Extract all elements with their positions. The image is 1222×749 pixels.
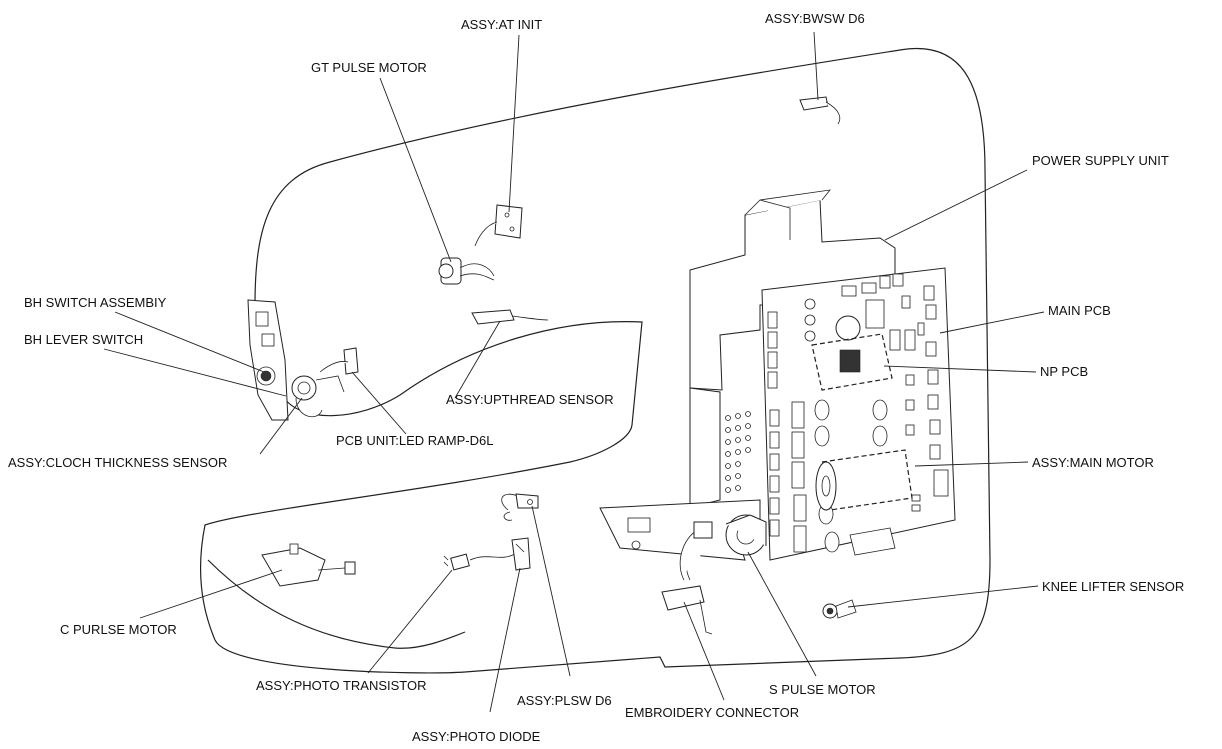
label-np-pcb: NP PCB [1040, 364, 1088, 379]
main-motor-part [815, 449, 913, 511]
label-s-pulse-motor: S PULSE MOTOR [769, 682, 876, 697]
label-pcb-unit-led-ramp: PCB UNIT:LED RAMP-D6L [336, 433, 493, 448]
label-assy-plsw-d6: ASSY:PLSW D6 [517, 693, 612, 708]
main-pcb-part [761, 267, 956, 561]
label-power-supply-unit: POWER SUPPLY UNIT [1032, 153, 1169, 168]
upthread-sensor-part [471, 309, 549, 325]
c-purlse-motor-part [261, 543, 356, 587]
label-assy-bwsw-d6: ASSY:BWSW D6 [765, 11, 865, 26]
at-init-part [474, 204, 523, 247]
label-assy-main-motor: ASSY:MAIN MOTOR [1032, 455, 1154, 470]
embroidery-connector-part [661, 521, 713, 635]
knee-lifter-sensor-part [822, 599, 857, 619]
vent-holes [725, 411, 751, 493]
thickness-sensor-part [291, 375, 345, 418]
label-knee-lifter-sensor: KNEE LIFTER SENSOR [1042, 579, 1184, 594]
leader-lines [103, 31, 1045, 713]
led-ramp-part [319, 347, 359, 375]
label-assy-upthread-sensor: ASSY:UPTHREAD SENSOR [446, 392, 614, 407]
s-pulse-motor-part [725, 514, 767, 556]
label-assy-photo-transistor: ASSY:PHOTO TRANSISTOR [256, 678, 427, 693]
label-c-purlse-motor: C PURLSE MOTOR [60, 622, 177, 637]
plsw-d6-part [501, 493, 539, 521]
label-bh-switch-assembly: BH SWITCH ASSEMBIY [24, 295, 167, 310]
label-gt-pulse-motor: GT PULSE MOTOR [311, 60, 427, 75]
label-assy-photo-diode: ASSY:PHOTO DIODE [412, 729, 541, 744]
part-labels: ASSY:AT INIT ASSY:BWSW D6 GT PULSE MOTOR… [8, 11, 1184, 744]
bwsw-d6-part [799, 96, 841, 125]
label-assy-cloch-thickness-sensor: ASSY:CLOCH THICKNESS SENSOR [8, 455, 227, 470]
label-embroidery-connector: EMBROIDERY CONNECTOR [625, 705, 799, 720]
photo-diode-part [469, 537, 531, 571]
bh-switch-part [247, 299, 289, 421]
label-main-pcb: MAIN PCB [1048, 303, 1111, 318]
label-assy-at-init: ASSY:AT INIT [461, 17, 542, 32]
gt-pulse-motor-part [438, 257, 495, 285]
photo-transistor-part [443, 553, 470, 571]
label-bh-lever-switch: BH LEVER SWITCH [24, 332, 143, 347]
